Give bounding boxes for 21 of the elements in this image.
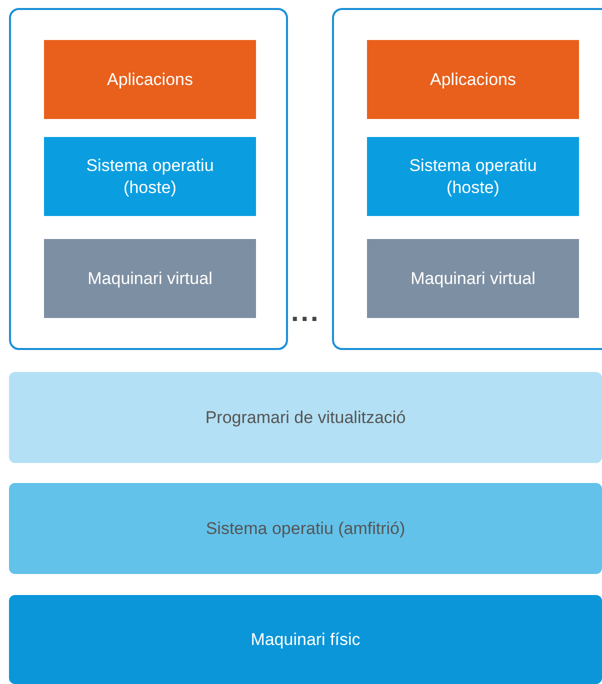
layer-label: Programari de vitualització [205,406,406,428]
layer-label: Sistema operatiu (amfitrió) [206,518,406,540]
physical-hardware-layer [9,595,602,684]
layer-label: Aplicacions [430,68,516,90]
layer-label: Sistema operatiu (hoste) [85,154,215,198]
layer-label: Maquinari virtual [410,268,536,290]
layer-label: Maquinari virtual [88,268,212,290]
layer-label: Sistema operatiu (hoste) [408,154,538,198]
virtual-hardware-layer [44,239,256,318]
guest-os-layer [44,137,256,216]
layer-label: Maquinari físic [250,628,360,650]
application-layer [44,40,256,119]
virtual-hardware-layer [367,239,579,318]
virtualization-layer [9,372,602,463]
host-os-layer [9,483,602,574]
layer-label: Aplicacions [107,68,193,90]
vm-container [332,8,602,350]
application-layer [367,40,579,119]
vm-container [9,8,288,350]
guest-os-layer [367,137,579,216]
ellipsis-mark: ... [291,298,320,326]
